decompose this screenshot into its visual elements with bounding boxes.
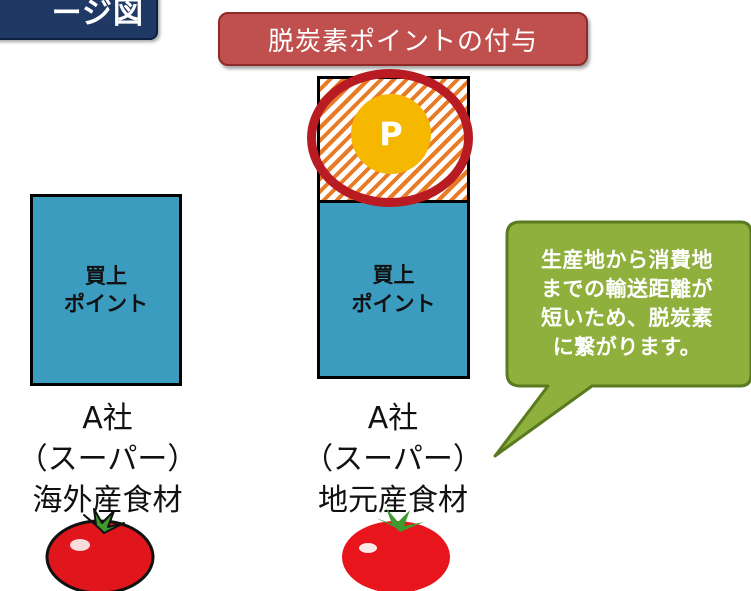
caption-left-type: （スーパー） <box>17 442 198 477</box>
caption-local: A社 （スーパー） 地元産食材 <box>283 398 503 521</box>
caption-left-company: A社 <box>82 401 133 436</box>
callout-line3: 短いため、脱炭素 <box>541 306 713 330</box>
tomato-icon <box>45 508 155 591</box>
tomato-icon <box>342 508 450 591</box>
box-right-line1: 買上 <box>372 263 415 288</box>
purchase-point-box-right: 買上 ポイント <box>317 200 470 379</box>
image-title-tag: ージ図 <box>0 0 158 40</box>
highlight-ring <box>307 69 473 207</box>
box-left-line1: 買上 <box>85 263 127 288</box>
decarbonization-point-banner: 脱炭素ポイントの付与 <box>218 12 588 66</box>
caption-right-type: （スーパー） <box>303 442 483 477</box>
banner-text: 脱炭素ポイントの付与 <box>267 26 538 57</box>
box-left-line2: ポイント <box>64 292 148 316</box>
caption-right-food: 地元産食材 <box>318 483 468 518</box>
box-right-line2: ポイント <box>351 291 436 316</box>
callout-text: 生産地から消費地 までの輸送距離が 短いため、脱炭素 に繋がります。 <box>505 226 749 382</box>
purchase-point-box-left: 買上 ポイント <box>30 194 182 386</box>
caption-overseas: A社 （スーパー） 海外産食材 <box>0 398 215 521</box>
caption-right-company: A社 <box>367 401 419 436</box>
callout-line4: に繋がります。 <box>552 335 702 359</box>
callout-line1: 生産地から消費地 <box>541 248 713 272</box>
image-title-text: ージ図 <box>51 0 144 31</box>
callout-line2: までの輸送距離が <box>541 277 713 301</box>
caption-left-food: 海外産食材 <box>32 483 183 518</box>
